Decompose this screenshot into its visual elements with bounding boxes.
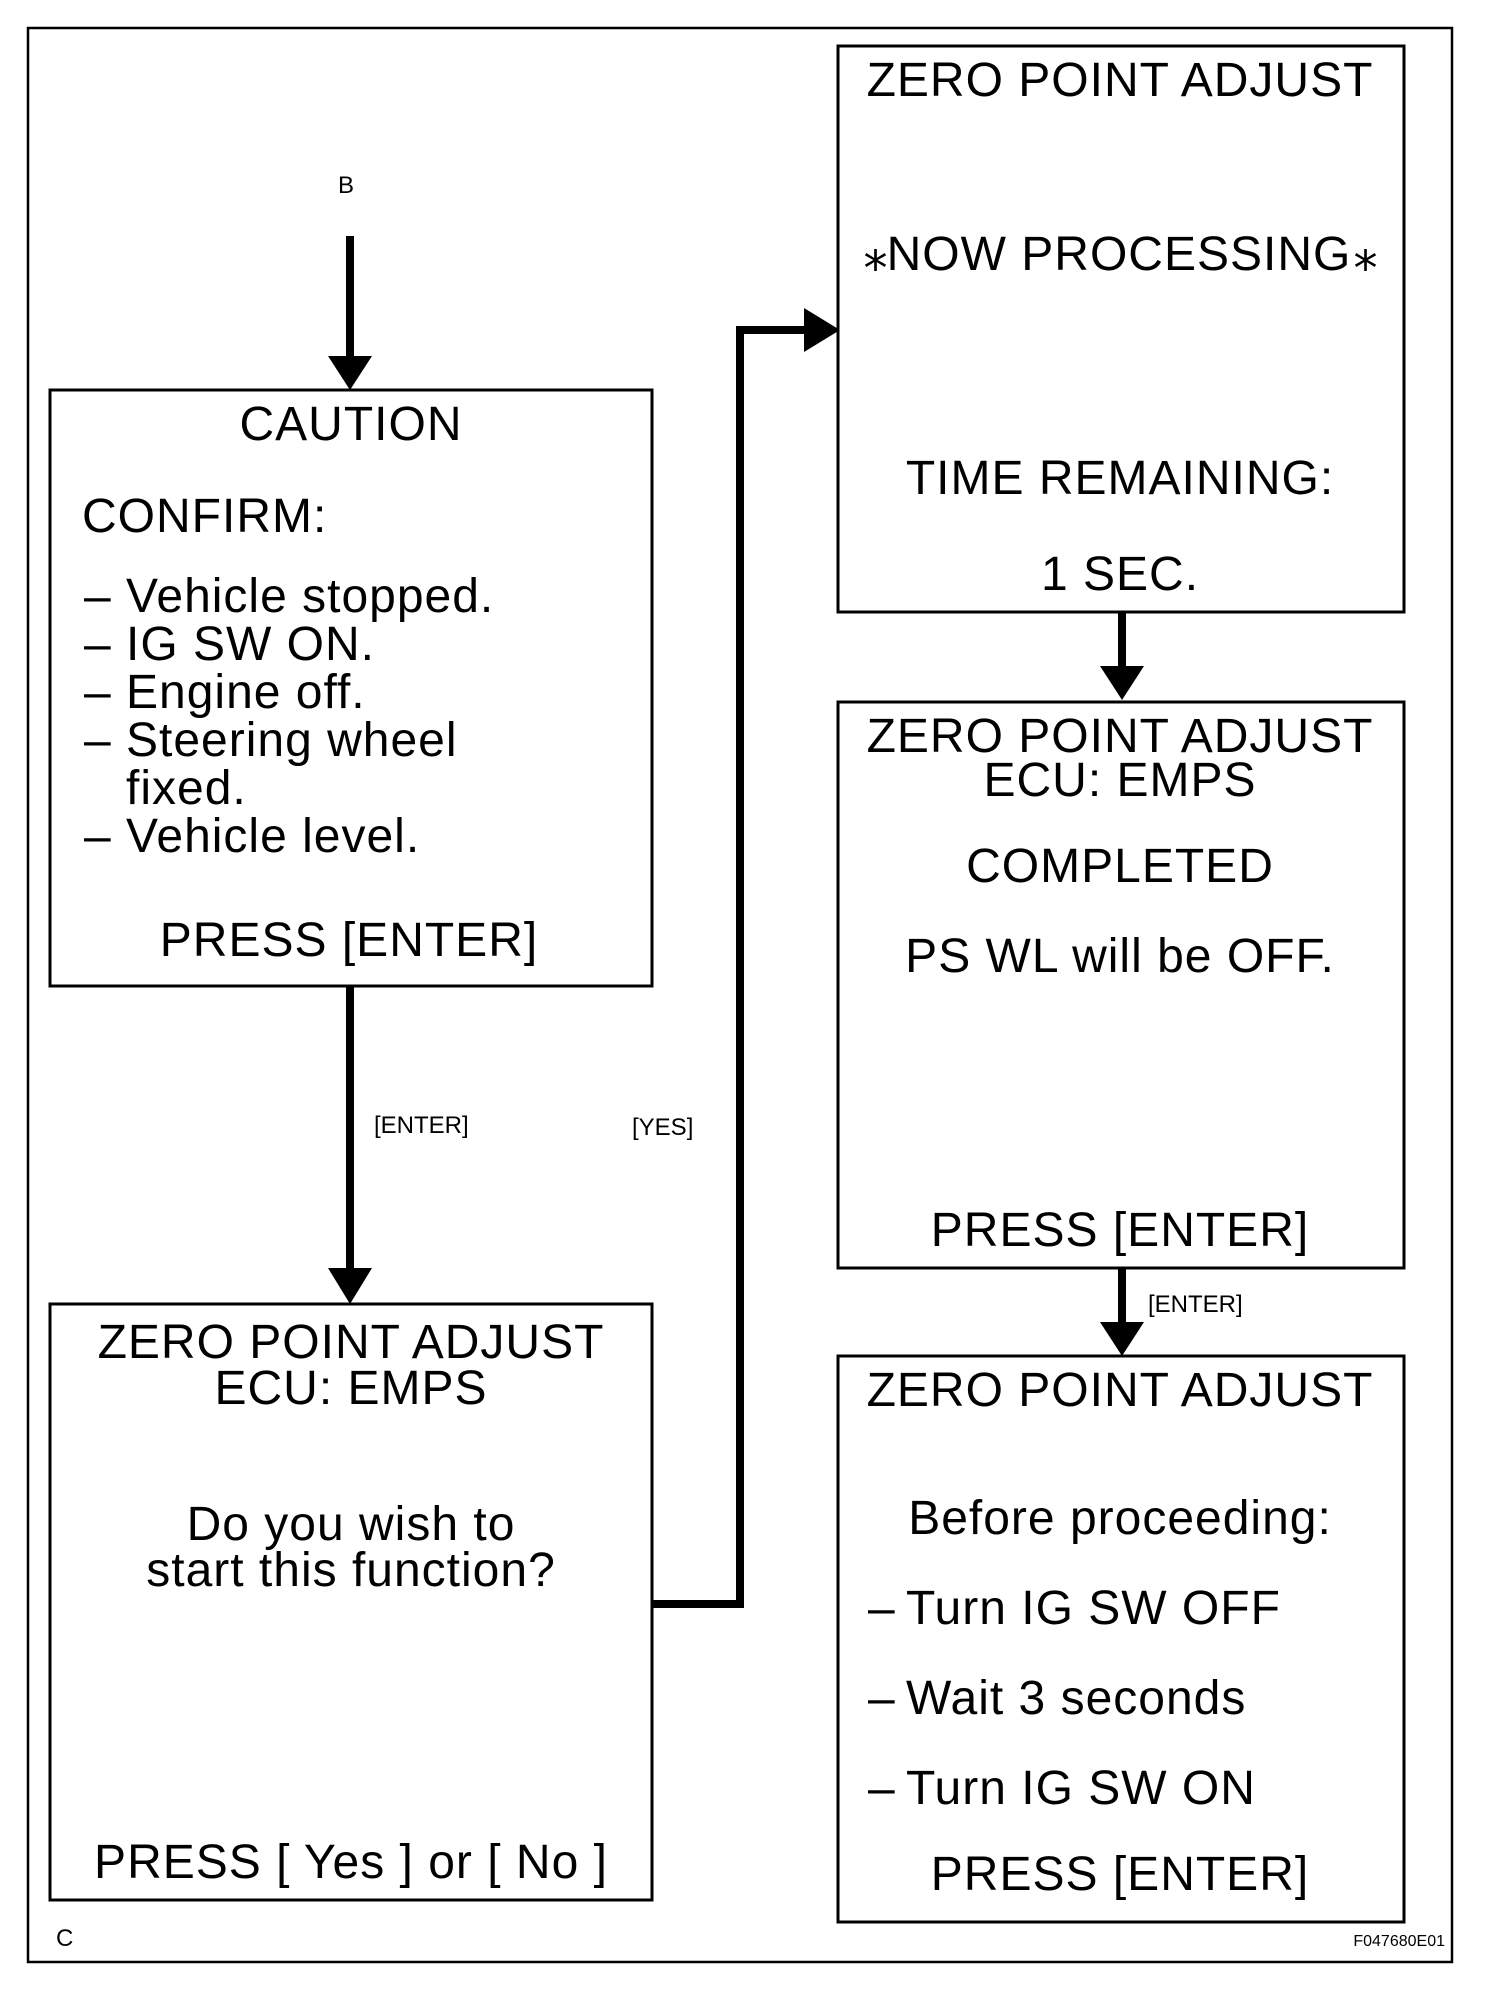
arrow-processing-to-completed	[1100, 612, 1144, 700]
step-turn-ig-on: Turn IG SW ON	[906, 1762, 1256, 1815]
final-title: ZERO POINT ADJUST	[867, 1364, 1374, 1417]
check-item-ig-sw-on: IG SW ON.	[126, 618, 375, 671]
edge-label-enter-2: [ENTER]	[1148, 1291, 1243, 1318]
connector-c-label: C	[56, 1925, 73, 1952]
final-press-enter: PRESS [ENTER]	[931, 1848, 1309, 1901]
start-function-screen: ZERO POINT ADJUST ECU: EMPS Do you wish …	[48, 1302, 654, 1902]
start-title: ZERO POINT ADJUST	[98, 1316, 605, 1369]
edge-label-yes: [YES]	[632, 1114, 693, 1141]
confirm-label: CONFIRM:	[82, 490, 327, 543]
check-item-vehicle-level: Vehicle level.	[126, 810, 420, 863]
bullet-dash: –	[868, 1672, 896, 1725]
bullet-dash: –	[84, 618, 112, 671]
processing-status: NOW PROCESSING	[887, 228, 1352, 281]
check-item-vehicle-stopped: Vehicle stopped.	[126, 570, 494, 623]
time-remaining-value: 1 SEC.	[1041, 548, 1199, 601]
arrow-b-to-caution	[328, 236, 372, 390]
final-screen: ZERO POINT ADJUST Before proceeding: – T…	[836, 1354, 1406, 1924]
ps-warning-note: PS WL will be OFF.	[905, 930, 1335, 983]
edge-label-enter-1: [ENTER]	[374, 1112, 469, 1139]
bullet-dash: –	[868, 1762, 896, 1815]
completed-status: COMPLETED	[966, 840, 1274, 893]
completed-press-enter: PRESS [ENTER]	[931, 1204, 1309, 1257]
caution-press-enter: PRESS [ENTER]	[160, 914, 538, 967]
connector-b-label: B	[338, 172, 354, 199]
arrow-completed-to-final	[1100, 1268, 1144, 1356]
processing-screen: ZERO POINT ADJUST ⁎ NOW PROCESSING ⁎ TIM…	[836, 44, 1406, 614]
processing-title: ZERO POINT ADJUST	[867, 54, 1374, 107]
bullet-dash: –	[84, 810, 112, 863]
check-item-steering-wheel-cont: fixed.	[126, 762, 247, 815]
asterisk-icon: ⁎	[1354, 228, 1379, 281]
step-turn-ig-off: Turn IG SW OFF	[906, 1582, 1281, 1635]
caution-title: CAUTION	[240, 398, 463, 451]
step-wait-seconds: Wait 3 seconds	[906, 1672, 1246, 1725]
figure-id-label: F047680E01	[1353, 1933, 1445, 1950]
check-item-steering-wheel: Steering wheel	[126, 714, 458, 767]
arrow-start-to-processing	[650, 308, 840, 1608]
completed-ecu-label: ECU: EMPS	[983, 754, 1256, 807]
asterisk-icon: ⁎	[864, 228, 889, 281]
check-item-engine-off: Engine off.	[126, 666, 366, 719]
bullet-dash: –	[84, 570, 112, 623]
start-ecu-label: ECU: EMPS	[214, 1362, 487, 1415]
caution-screen: CAUTION CONFIRM: – Vehicle stopped. – IG…	[48, 388, 654, 988]
arrow-caution-to-start	[328, 985, 372, 1304]
bullet-dash: –	[84, 666, 112, 719]
start-question-line1: Do you wish to	[187, 1498, 516, 1551]
outer-frame	[26, 26, 1454, 1964]
completed-screen: ZERO POINT ADJUST ECU: EMPS COMPLETED PS…	[836, 700, 1406, 1270]
bullet-dash: –	[84, 714, 112, 767]
start-question-line2: start this function?	[146, 1544, 556, 1597]
start-press-yes-no: PRESS [ Yes ] or [ No ]	[94, 1836, 608, 1889]
bullet-dash: –	[868, 1582, 896, 1635]
before-proceeding-label: Before proceeding:	[908, 1492, 1332, 1545]
completed-title: ZERO POINT ADJUST	[867, 710, 1374, 763]
time-remaining-label: TIME REMAINING:	[906, 452, 1334, 505]
